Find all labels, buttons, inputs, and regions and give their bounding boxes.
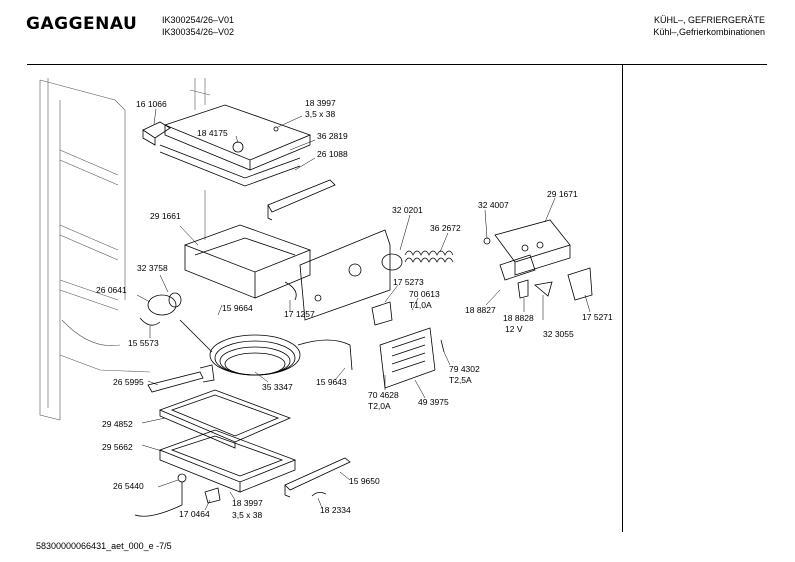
top-cover-plate [159,104,312,187]
part-number-label: 18 3997 [305,98,336,108]
fan-motor [139,292,182,326]
leader-lines [136,108,591,511]
rail-261088 [267,179,336,221]
fuse-rating-label: T2,5A [449,375,472,385]
seal-ring [381,253,403,271]
part-number-label: 15 9643 [316,377,347,387]
strip-265995 [147,364,215,393]
part-number-label: 79 4302 [449,364,480,374]
part-number-label: 26 5995 [113,377,144,387]
document-id: 58300000066431_aet_000_e -7/5 [36,541,172,551]
part-number-label: 17 5273 [393,277,424,287]
part-number-label: 18 8827 [465,305,496,315]
part-number-label: 70 4628 [368,390,399,400]
lamp-188828 [517,279,529,299]
part-number-label: 18 2334 [320,505,351,515]
part-number-label: 32 3055 [543,329,574,339]
screw-size-label: 3,5 x 38 [232,510,263,520]
part-number-label: 15 5573 [128,338,159,348]
evaporator-housing [183,224,312,301]
category-title: KÜHL–, GEFRIERGERÄTE [653,15,765,25]
cover-323055 [534,281,553,297]
model-number-1: IK300254/26–V01 [162,15,235,25]
drip-tray-lower [158,429,297,493]
header-rule [27,64,767,65]
part-number-label: 17 5271 [582,312,613,322]
part-number-label: 36 2672 [430,223,461,233]
clip-182334 [311,492,327,497]
screw-size-label: 3,5 x 38 [305,109,336,119]
part-number-label: 36 2819 [317,131,348,141]
part-number-label: 26 1088 [317,149,348,159]
part-number-label: 49 3975 [418,397,449,407]
control-unit [494,219,571,281]
part-number-label: 26 5440 [113,481,144,491]
cable-coil [179,319,353,376]
fuse-rating-label: T2,0A [368,401,391,411]
rail-159650 [284,457,351,498]
fuse-794302 [440,339,445,353]
part-number-label: 35 3347 [262,382,293,392]
part-number-label: 32 0201 [392,205,423,215]
mounting-panel [299,229,391,321]
part-number-label: 17 1257 [284,309,315,319]
voltage-label: 12 V [505,324,523,334]
part-number-label: 15 9650 [349,476,380,486]
cabinet-outline [39,78,211,421]
part-number-label: 17 0464 [179,509,210,519]
clip-170464 [204,487,221,504]
part-number-label: 18 8828 [503,313,534,323]
model-number-2: IK300354/26–V02 [162,27,235,37]
part-number-label: 18 4175 [197,128,228,138]
part-number-label: 18 3997 [232,498,263,508]
heater-spiral [404,250,454,263]
part-number-label: 16 1066 [136,99,167,109]
part-number-label: 29 4852 [102,419,133,429]
part-number-label: 15 9664 [222,303,253,313]
side-panel-divider [622,64,623,532]
screw-183997 [273,126,279,132]
part-number-label: 32 3758 [137,263,168,273]
bracket-161066 [142,121,171,146]
drip-tray-upper [158,389,292,449]
part-number-label: 70 0613 [409,289,440,299]
part-number-label: 26 0641 [96,285,127,295]
brand-logo: GAGGENAU [26,14,138,34]
bracket-175271 [567,267,593,301]
part-number-label: 29 1671 [547,189,578,199]
drain-hose [134,473,187,517]
part-number-label: 32 4007 [478,200,509,210]
part-number-label: 29 1661 [150,211,181,221]
electronic-board [371,301,436,389]
fuse-rating-label: T1,0A [409,300,432,310]
category-subtitle: Kühl–,Gefrierkombinationen [653,27,765,37]
part-number-label: 29 5662 [102,442,133,452]
knob-324007 [483,237,491,245]
